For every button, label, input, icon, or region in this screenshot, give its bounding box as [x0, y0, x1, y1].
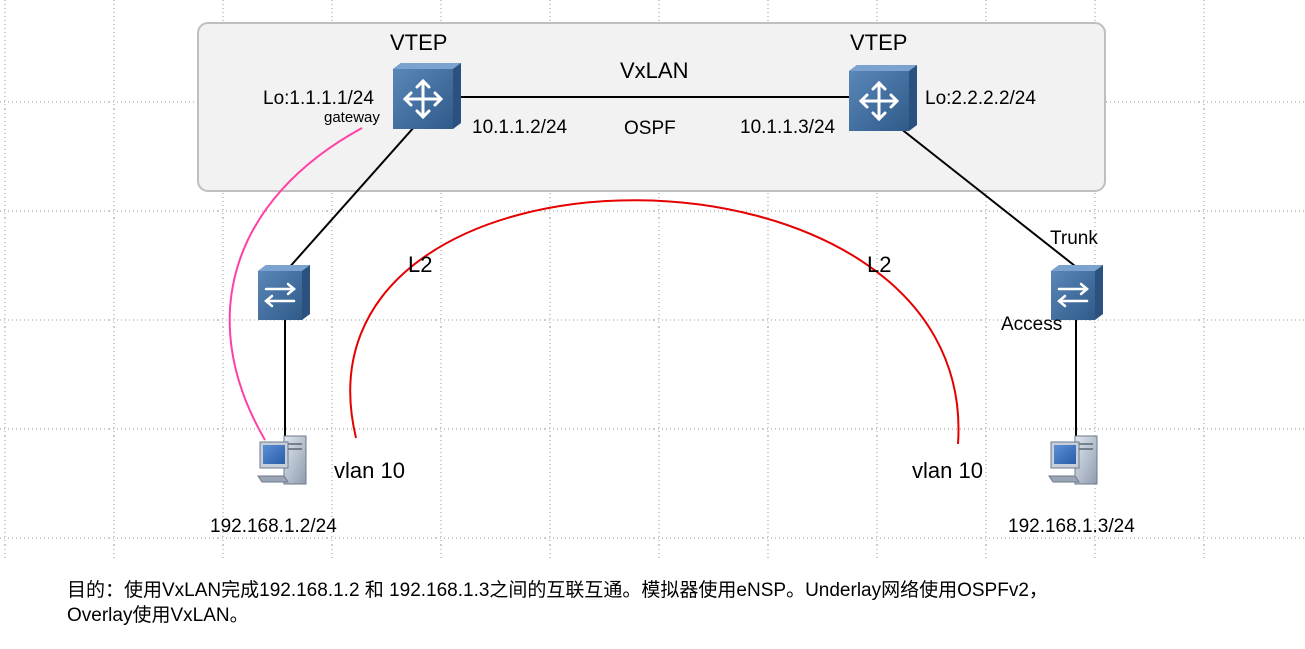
caption: 目的：使用VxLAN完成192.168.1.2 和 192.168.1.3之间的…: [67, 578, 1292, 628]
router-icon[interactable]: [849, 65, 917, 131]
vxlan-label: VxLAN: [620, 58, 688, 83]
loopback-right-label: Lo:2.2.2.2/24: [925, 88, 1036, 109]
link-right-ip-label: 10.1.1.3/24: [740, 117, 836, 138]
l2-left-label: L2: [408, 252, 432, 277]
access-label: Access: [1001, 314, 1062, 335]
router-icon[interactable]: [393, 63, 461, 129]
caption-line-1: 目的：使用VxLAN完成192.168.1.2 和 192.168.1.3之间的…: [67, 580, 1048, 601]
left-vtep-switch-link: [286, 125, 416, 271]
pc-icon[interactable]: [1048, 435, 1098, 485]
vlan-right-label: vlan 10: [912, 458, 983, 483]
vtep-right-label: VTEP: [850, 30, 907, 55]
loopback-left-label: Lo:1.1.1.1/24: [263, 88, 374, 109]
gateway-label: gateway: [324, 109, 380, 126]
switch-icon[interactable]: [258, 265, 310, 320]
vlan-left-label: vlan 10: [334, 458, 405, 483]
vtep-left-label: VTEP: [390, 30, 447, 55]
right-vtep-switch-link: [899, 127, 1076, 267]
pc-icon[interactable]: [257, 435, 307, 485]
pc-right-ip-label: 192.168.1.3/24: [1008, 516, 1135, 537]
switch-icon[interactable]: [1051, 265, 1103, 320]
caption-line-2: Overlay使用VxLAN。: [67, 605, 249, 626]
gateway-path: [228, 127, 363, 441]
pc-left-ip-label: 192.168.1.2/24: [210, 516, 337, 537]
trunk-label: Trunk: [1050, 228, 1098, 249]
ospf-label: OSPF: [624, 118, 676, 139]
l2-arc: [349, 199, 960, 445]
link-left-ip-label: 10.1.1.2/24: [472, 117, 568, 138]
l2-right-label: L2: [867, 252, 891, 277]
